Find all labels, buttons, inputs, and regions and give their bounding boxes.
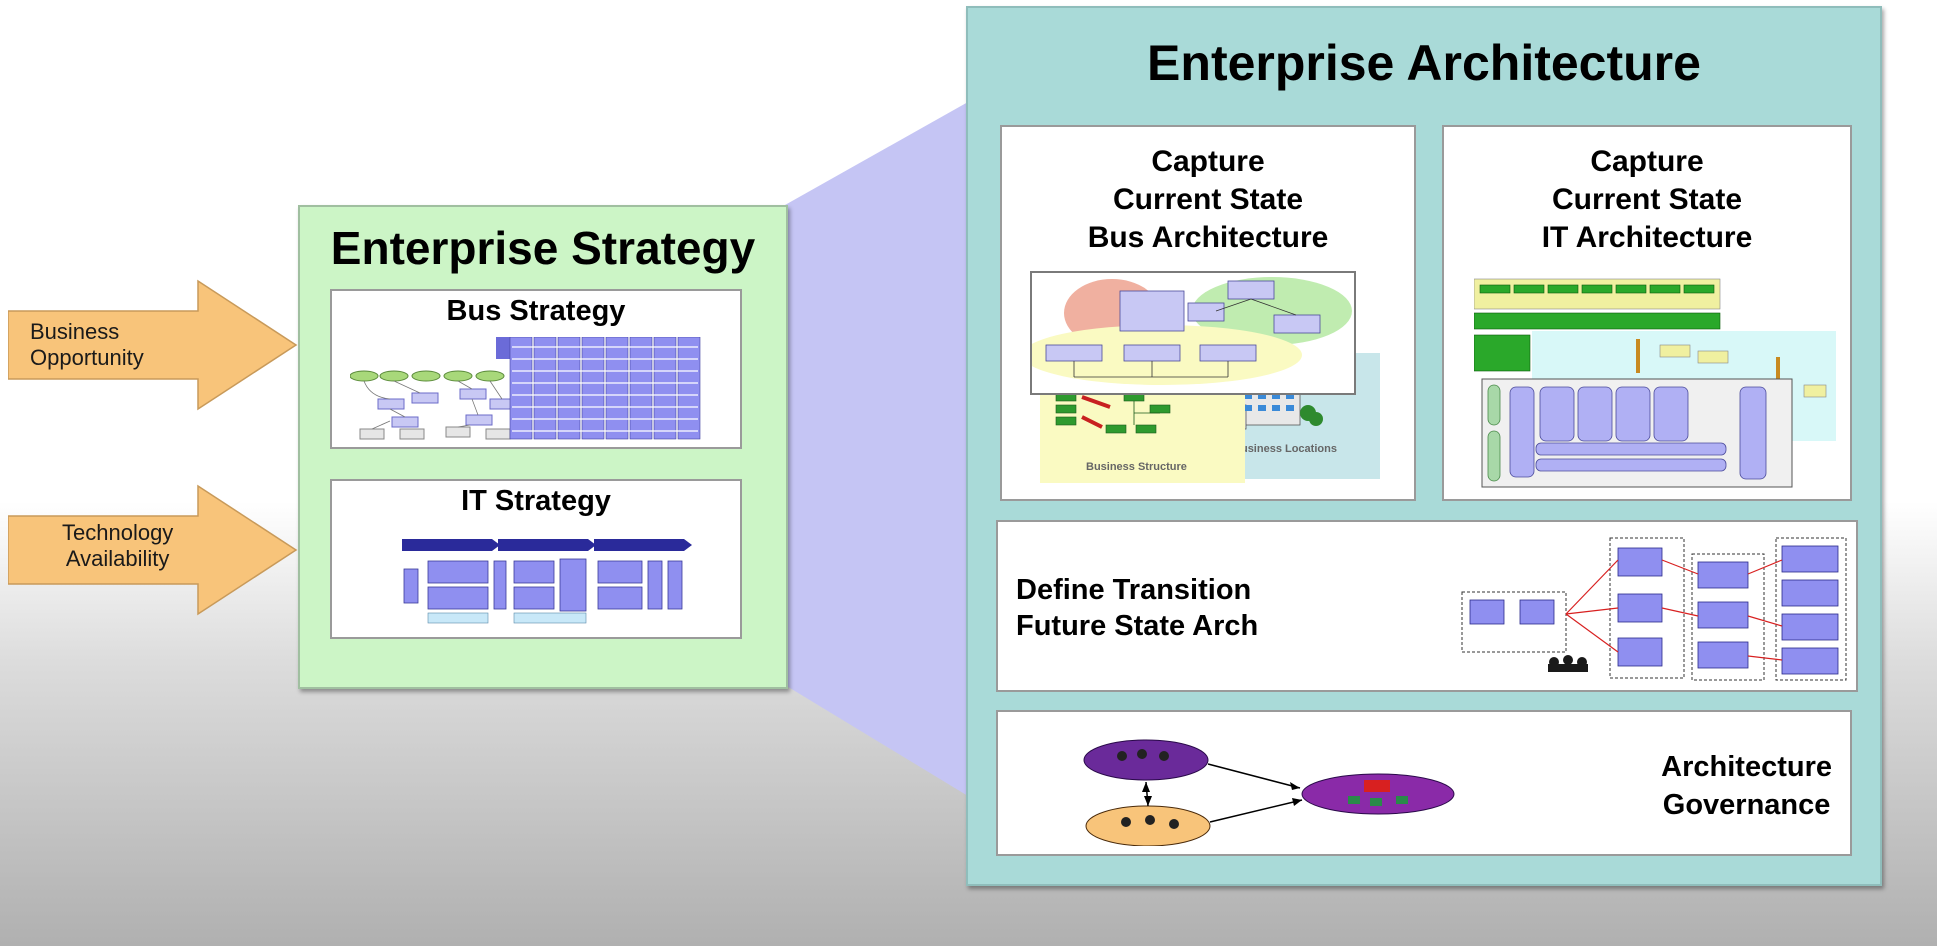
capture-bus-architecture-title: Capture Current State Bus Architecture [1087,145,1329,254]
technology-availability-label: Technology Availability [62,520,174,571]
bus-strategy-title: Bus Strategy [446,295,626,327]
enterprise-strategy-title: Enterprise Strategy [330,222,756,274]
business-structure-label: Business Structure [1086,461,1187,473]
technology-availability-arrow: Technology Availability [8,480,298,620]
transition-thumbnail [1461,537,1847,681]
enterprise-architecture-panel: Enterprise Architecture Capture Current … [966,6,1882,886]
business-opportunity-label: Business Opportunity [30,319,144,370]
define-transition-box: Define Transition Future State Arch [996,520,1858,692]
it-strategy-box: IT Strategy [330,479,742,639]
capture-bus-architecture-box: Capture Current State Bus Architecture B… [1000,125,1416,501]
business-opportunity-arrow: Business Opportunity [8,275,298,415]
it-strategy-title: IT Strategy [461,485,611,517]
bus-strategy-box: Bus Strategy [330,289,742,449]
architecture-governance-title: Architecture Governance [1661,751,1832,821]
governance-thumbnail [1083,739,1455,846]
enterprise-strategy-panel: Enterprise Strategy Bus Strategy [298,205,788,689]
enterprise-architecture-title: Enterprise Architecture [1147,35,1701,91]
business-locations-label: Business Locations [1233,443,1337,455]
define-transition-title: Define Transition Future State Arch [1016,574,1259,642]
component-diagram [1030,271,1356,395]
it-architecture-thumbnail [1474,278,1836,488]
capture-it-architecture-title: Capture Current State IT Architecture [1541,145,1753,254]
architecture-governance-box: Architecture Governance [996,710,1852,856]
capture-it-architecture-box: Capture Current State IT Architecture [1442,125,1852,501]
it-strategy-thumbnail [402,539,692,624]
bus-strategy-thumbnail [350,337,701,440]
